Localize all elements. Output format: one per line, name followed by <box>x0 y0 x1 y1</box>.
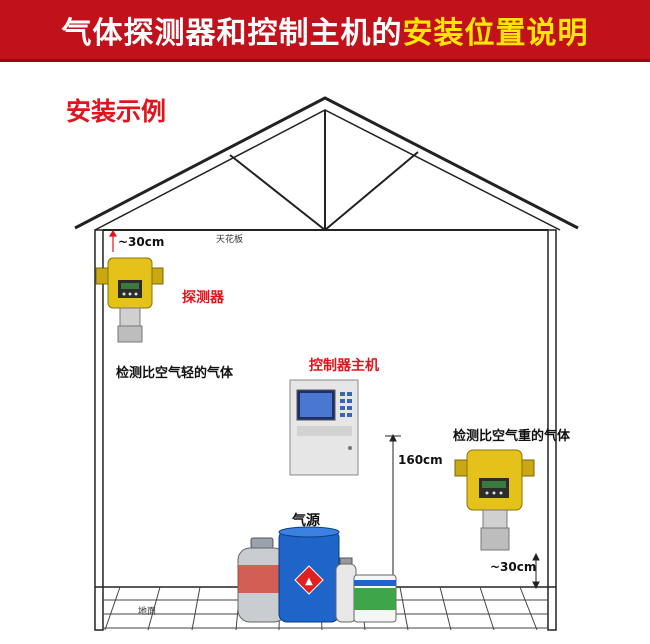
ceiling-gap-label: ~30cm <box>118 235 165 249</box>
ceiling-gap-dimension <box>108 229 118 252</box>
header-title-part2: 安装位置说明 <box>402 16 589 51</box>
detector-right-icon <box>454 449 535 551</box>
header-title: 气体探测器和控制主机的安装位置说明 <box>0 8 650 52</box>
left-wall <box>94 229 104 631</box>
floor-gap-label: ~30cm <box>490 560 537 574</box>
controller-host-icon <box>289 379 359 476</box>
controller-label: 控制器主机 <box>309 358 379 374</box>
floor-gap-dimension <box>532 552 540 590</box>
blue-drum-icon: ▲ <box>278 526 340 623</box>
header-banner: 气体探测器和控制主机的安装位置说明 <box>0 0 650 62</box>
ceiling-label: 天花板 <box>216 235 244 245</box>
truss-right <box>324 151 419 231</box>
lpg-cylinder-icon <box>237 537 287 623</box>
roof-inner-line <box>94 109 561 231</box>
detector-label: 探测器 <box>182 290 224 306</box>
floor-label: 地面 <box>138 607 157 617</box>
gas-source-label: 气源 <box>292 513 320 529</box>
header-title-part1: 气体探测器和控制主机的 <box>61 16 403 51</box>
heavy-gas-label: 检测比空气重的气体 <box>453 429 571 444</box>
svg-text:▲: ▲ <box>305 576 313 587</box>
roof-outer-line <box>74 96 579 230</box>
light-gas-label: 检测比空气轻的气体 <box>116 366 234 381</box>
paint-can-icon <box>353 574 397 623</box>
example-title: 安装示例 <box>66 97 167 126</box>
truss-left <box>229 154 326 231</box>
detector-left-icon <box>95 257 164 343</box>
height-160-label: 160cm <box>398 453 443 467</box>
small-cylinder-icon <box>335 557 357 623</box>
right-wall <box>547 229 557 631</box>
height-160-dimension <box>385 433 401 587</box>
